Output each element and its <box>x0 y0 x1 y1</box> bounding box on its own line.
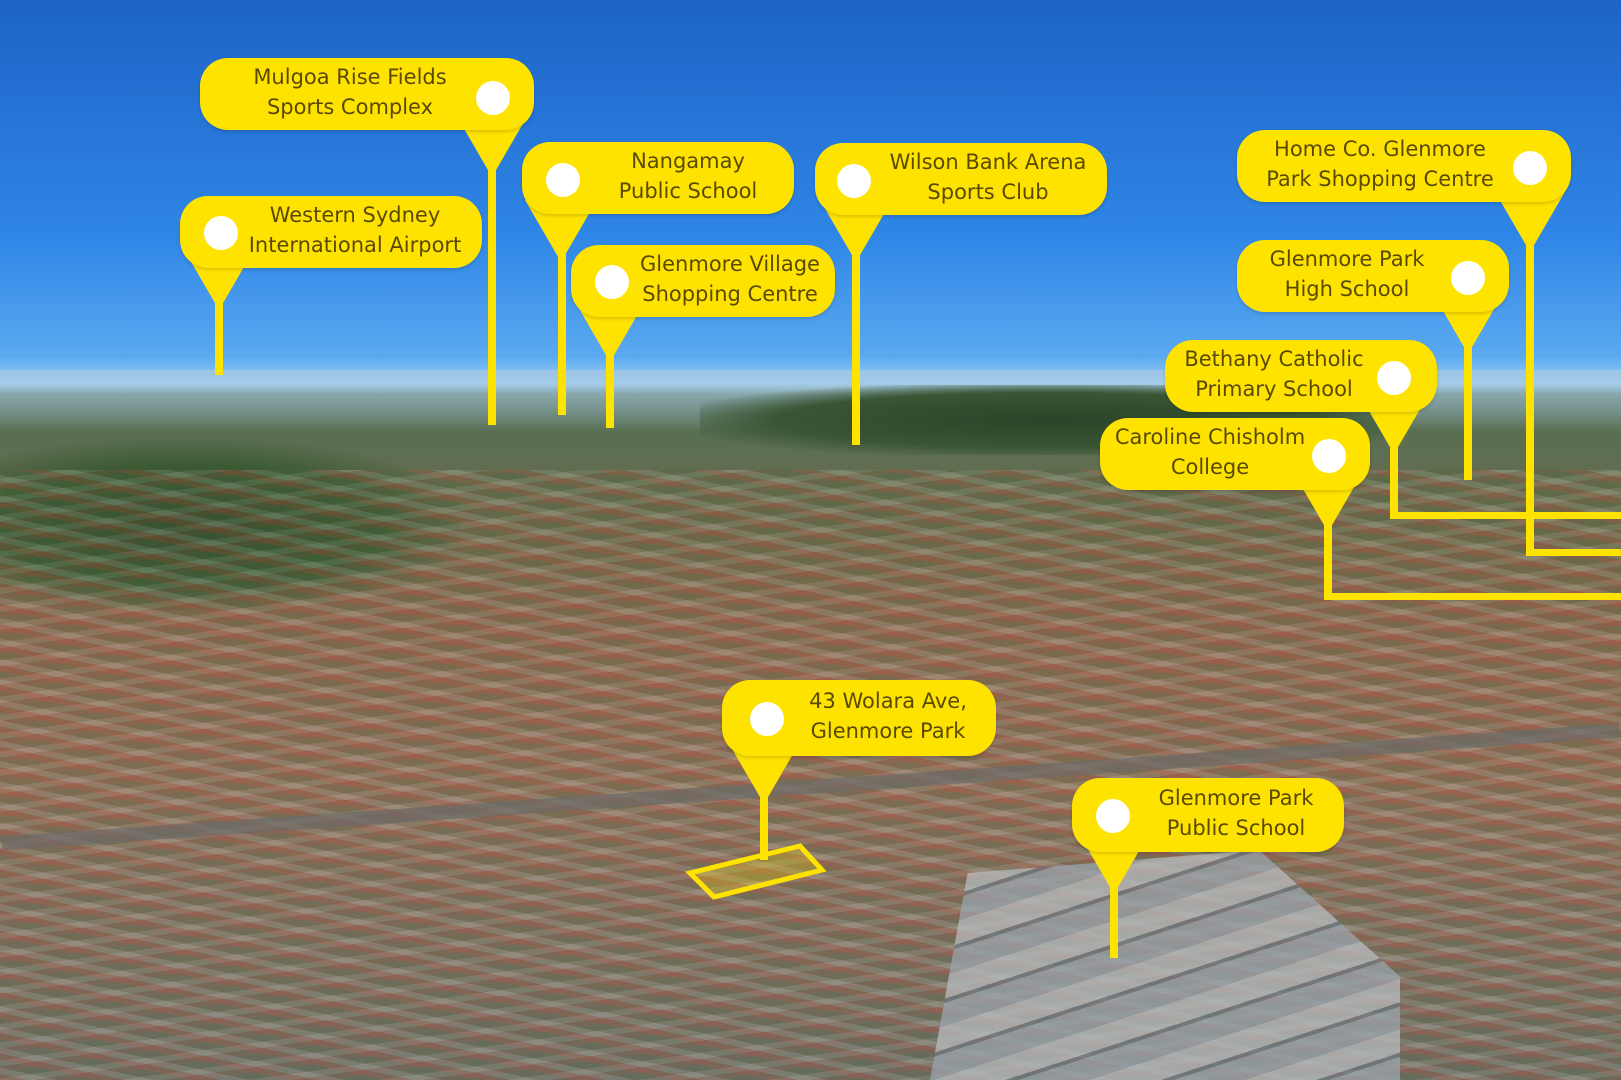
property-lot-outline <box>685 843 827 900</box>
marker-wilson-bank-line2: Sports Club <box>927 180 1049 204</box>
marker-caroline-line2: College <box>1170 455 1250 479</box>
marker-mulgoa-line1: Mulgoa Rise Fields <box>253 65 447 89</box>
marker-dot-icon <box>476 81 510 115</box>
marker-property-line1: 43 Wolara Ave, <box>809 689 967 713</box>
marker-property-line2: Glenmore Park <box>810 719 966 743</box>
marker-homeco-line1: Home Co. Glenmore <box>1274 137 1486 161</box>
marker-dot-icon <box>595 265 629 299</box>
marker-dot-icon <box>837 164 871 198</box>
marker-airport-line2: International Airport <box>248 233 462 257</box>
marker-wilson-bank-line1: Wilson Bank Arena <box>889 150 1087 174</box>
bushland-left <box>0 440 460 610</box>
marker-homeco-line2: Park Shopping Centre <box>1266 167 1494 191</box>
marker-caroline-line1: Caroline Chisholm <box>1114 425 1306 449</box>
marker-high-school-line1: Glenmore Park <box>1269 247 1425 271</box>
marker-dot-icon <box>1096 799 1130 833</box>
marker-high-school-line2: High School <box>1284 277 1410 301</box>
marker-dot-icon <box>1513 151 1547 185</box>
marker-glenmore-village-line2: Shopping Centre <box>642 282 818 306</box>
marker-nangamay-line2: Public School <box>618 179 758 203</box>
marker-mulgoa-line2: Sports Complex <box>266 95 434 119</box>
marker-airport-line1: Western Sydney <box>269 203 441 227</box>
marker-dot-icon <box>204 216 238 250</box>
marker-nangamay-line1: Nangamay <box>631 149 745 173</box>
marker-dot-icon <box>750 702 784 736</box>
marker-dot-icon <box>1451 261 1485 295</box>
marker-public-school-line1: Glenmore Park <box>1158 786 1314 810</box>
marker-bethany-line1: Bethany Catholic <box>1184 347 1364 371</box>
marker-dot-icon <box>1312 439 1346 473</box>
marker-dot-icon <box>546 163 580 197</box>
marker-public-school-line2: Public School <box>1166 816 1306 840</box>
marker-glenmore-village-line1: Glenmore Village <box>640 252 820 276</box>
marker-bethany-line2: Primary School <box>1195 377 1353 401</box>
marker-dot-icon <box>1377 361 1411 395</box>
